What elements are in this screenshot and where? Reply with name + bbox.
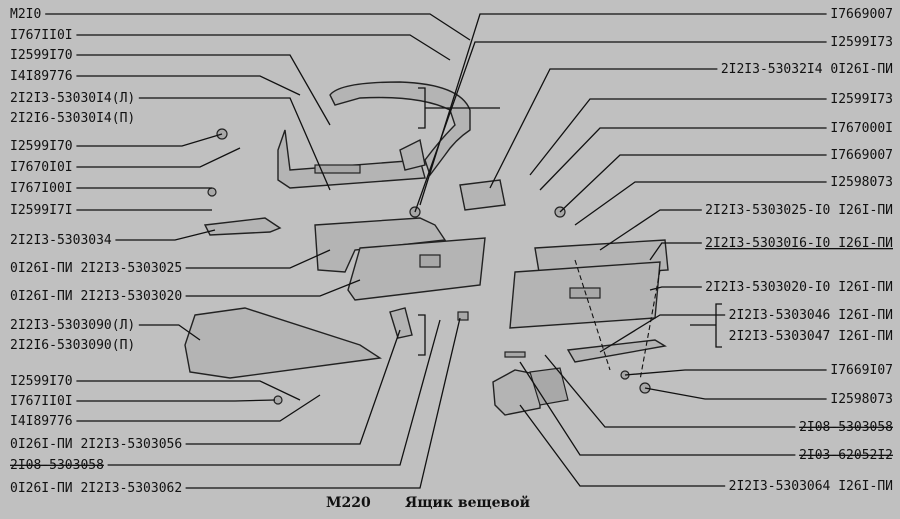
leader-line xyxy=(185,279,361,297)
leader-line xyxy=(539,127,827,191)
part-label-left: I767I00I xyxy=(10,181,73,196)
leader-line xyxy=(76,133,223,147)
part-label-left: I2599I7I xyxy=(10,203,73,218)
part-label-right: I7669I07 xyxy=(830,363,893,378)
part-label-right: I7669007 xyxy=(830,148,893,163)
parts-drawing xyxy=(184,81,669,416)
part-label-left: I2599I70 xyxy=(10,48,73,63)
leader-line xyxy=(599,314,726,353)
leader-line xyxy=(107,319,441,466)
part-label-left: 0I26I-ПИ 2I2I3-5303020 xyxy=(10,289,182,304)
part-label-right: I2598073 xyxy=(830,392,893,407)
leader-line xyxy=(559,154,827,213)
caption-code: M220 xyxy=(326,495,371,511)
stay-arm-part xyxy=(566,339,667,363)
part-label-right: 2I2I3-5303020-I0 I26I-ПИ xyxy=(705,280,893,295)
leader-line xyxy=(115,229,216,241)
part-label-right: 2I2I3-53030I6-I0 I26I-ПИ xyxy=(705,236,893,251)
part-label-right: 2I2I3-5303047 I26I-ПИ xyxy=(729,329,893,344)
leader-line xyxy=(138,324,201,341)
part-labels: M2I0I767II0II2599I70I4I897762I2I3-53030I… xyxy=(10,7,893,496)
part-label-left: 0I26I-ПИ 2I2I3-5303062 xyxy=(10,481,182,496)
caption-title: Ящик вещевой xyxy=(405,494,530,511)
leader-line xyxy=(76,34,451,61)
leader-line xyxy=(519,361,796,456)
part-label-right: I767000I xyxy=(830,121,893,136)
leader-line xyxy=(519,404,726,487)
leader-line xyxy=(76,394,321,422)
leader-line xyxy=(138,97,331,191)
label-bracket xyxy=(418,314,426,356)
leader-line xyxy=(489,68,718,189)
leader-line xyxy=(45,13,471,41)
leader-line xyxy=(574,181,827,226)
part-label-left: 2I08-5303058 xyxy=(10,458,104,473)
leader-line xyxy=(624,369,827,376)
latch-part xyxy=(399,138,426,171)
leader-line xyxy=(414,41,827,213)
label-bracket xyxy=(690,303,722,348)
box-part xyxy=(184,307,382,379)
leader-line xyxy=(185,329,401,445)
part-label-right: 2I08-5303058 xyxy=(799,420,893,435)
part-label-left: 2I2I3-5303034 xyxy=(10,233,112,248)
part-label-left: 2I2I3-5303090(Л) xyxy=(10,318,135,333)
spring-part xyxy=(504,351,526,358)
glovebox-frame-part xyxy=(329,81,471,177)
part-label-left: 2I2I3-53030I4(Л) xyxy=(10,91,135,106)
part-label-left: I7670I0I xyxy=(10,160,73,175)
leader-line xyxy=(185,249,331,269)
lid-handle-part xyxy=(419,254,441,268)
leader-lines xyxy=(45,13,827,489)
leader-line xyxy=(76,380,301,401)
handle-insert-part xyxy=(529,367,569,406)
part-label-right: 2I2I3-53032I4 0I26I-ПИ xyxy=(721,62,893,77)
part-label-right: 2I2I3-5303064 I26I-ПИ xyxy=(729,479,893,494)
part-label-left: I767II0I xyxy=(10,28,73,43)
part-label-left: I2599I70 xyxy=(10,374,73,389)
screw-part xyxy=(207,187,217,197)
leader-line xyxy=(76,75,301,96)
part-label-right: 2I03-62052I2 xyxy=(799,448,893,463)
leader-line xyxy=(76,54,331,126)
leader-line xyxy=(599,209,702,251)
lock-bracket-part xyxy=(459,179,506,211)
leader-line xyxy=(544,354,796,428)
leader-line xyxy=(649,286,702,291)
part-label-right: 2I2I3-5303025-I0 I26I-ПИ xyxy=(705,203,893,218)
leader-line xyxy=(185,317,461,489)
leader-line xyxy=(76,147,241,168)
part-label-left: I4I89776 xyxy=(10,414,73,429)
part-label-right: I2599I73 xyxy=(830,35,893,50)
leader-line xyxy=(76,399,276,402)
part-label-left: I4I89776 xyxy=(10,69,73,84)
part-label-left: I2599I70 xyxy=(10,139,73,154)
part-label-left: 2I2I6-53030I4(П) xyxy=(10,111,135,126)
clip-part xyxy=(389,307,413,339)
leader-line xyxy=(649,242,702,261)
part-label-left: M2I0 xyxy=(10,7,41,22)
part-label-left: 0I26I-ПИ 2I2I3-5303056 xyxy=(10,437,182,452)
part-label-right: I7669007 xyxy=(830,7,893,22)
part-label-right: I2599I73 xyxy=(830,92,893,107)
part-label-left: 2I2I6-5303090(П) xyxy=(10,338,135,353)
part-label-right: I2598073 xyxy=(830,175,893,190)
lid-part xyxy=(347,237,486,301)
leader-line xyxy=(644,387,827,400)
leader-line xyxy=(529,98,827,176)
part-label-left: 0I26I-ПИ 2I2I3-5303025 xyxy=(10,261,182,276)
part-label-left: I767II0I xyxy=(10,394,73,409)
slot-part xyxy=(314,164,361,174)
part-label-right: 2I2I3-5303046 I26I-ПИ xyxy=(729,308,893,323)
spring-part xyxy=(457,311,469,321)
handle-housing-part xyxy=(492,369,541,416)
screw-part xyxy=(273,395,283,405)
label-bracket xyxy=(418,87,500,129)
bracket-arm-part xyxy=(203,217,282,236)
